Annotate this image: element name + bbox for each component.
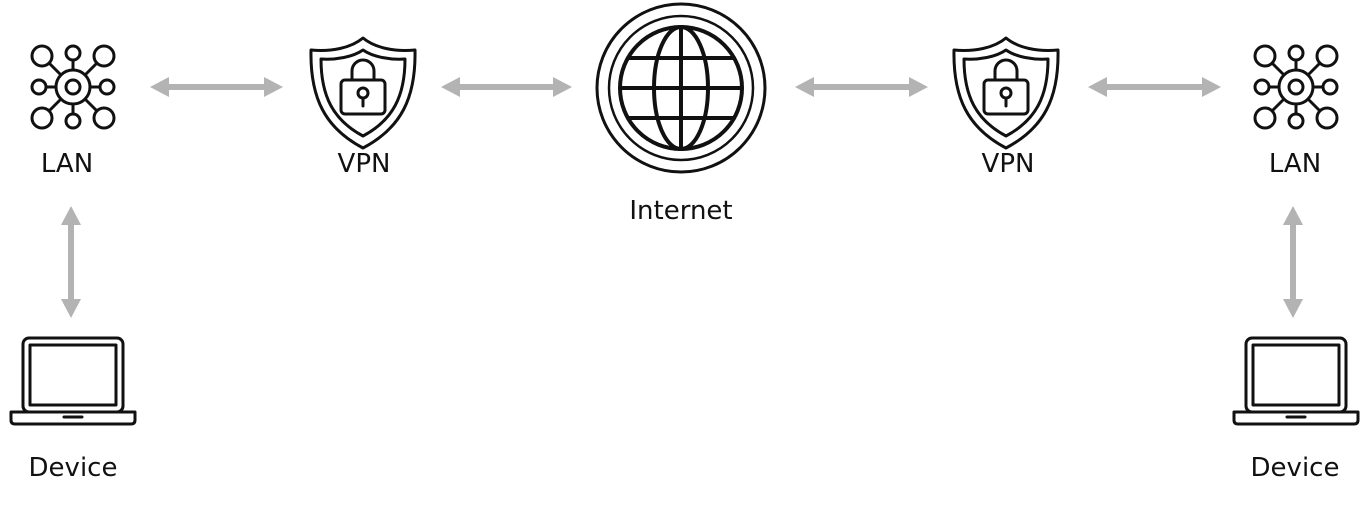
vpn-shield-lock-icon bbox=[309, 36, 417, 150]
connection-arrow-lan-left-to-vpn-left bbox=[150, 77, 283, 97]
laptop-icon bbox=[1232, 336, 1360, 426]
device-right-label: Device bbox=[1250, 453, 1340, 483]
connection-arrow-vpn-right-to-lan-right bbox=[1088, 77, 1221, 97]
connection-arrow-lan-right-to-device-right bbox=[1283, 206, 1303, 318]
device-left-label: Device bbox=[28, 453, 118, 483]
internet-label: Internet bbox=[629, 196, 733, 226]
globe-icon bbox=[595, 2, 767, 174]
lan-left-label: LAN bbox=[40, 149, 94, 179]
connection-arrow-vpn-left-to-internet bbox=[441, 77, 572, 97]
laptop-icon bbox=[9, 336, 137, 426]
lan-right-label: LAN bbox=[1268, 149, 1322, 179]
connection-arrow-internet-to-vpn-right bbox=[795, 77, 928, 97]
vpn-right-label: VPN bbox=[981, 149, 1035, 179]
vpn-shield-lock-icon bbox=[952, 36, 1060, 150]
network-hub-icon bbox=[1253, 44, 1339, 130]
connection-arrow-lan-left-to-device-left bbox=[61, 206, 81, 318]
vpn-left-label: VPN bbox=[337, 149, 391, 179]
network-hub-icon bbox=[30, 44, 116, 130]
